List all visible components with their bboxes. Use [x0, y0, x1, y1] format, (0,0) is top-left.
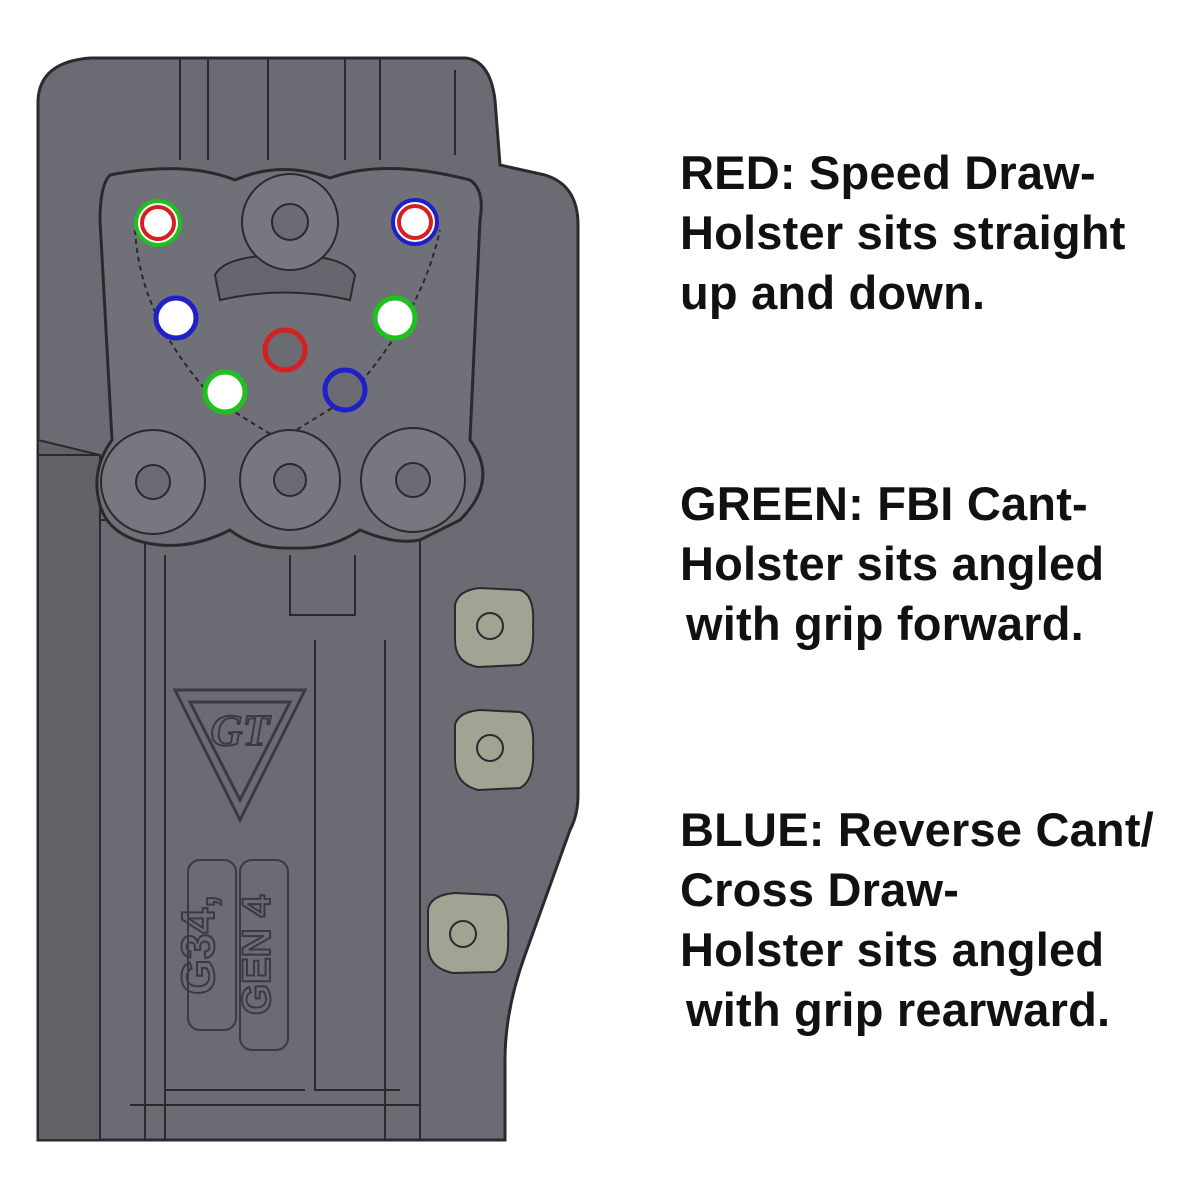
legend-blue-line-4: with grip rearward.: [686, 983, 1111, 1036]
top-ribs: [179, 58, 456, 160]
legend-green: GREEN: FBI Cant- Holster sits angled wit…: [680, 474, 1190, 654]
legend-blue-line-2: Cross Draw-: [680, 863, 960, 916]
legend-blue: BLUE: Reverse Cant/ Cross Draw- Holster …: [680, 800, 1190, 1040]
holster-diagram: GT G34, GEN 4: [36, 56, 580, 1142]
legend-red-line-3: up and down.: [680, 266, 986, 319]
model-text-1: G34,: [172, 895, 224, 995]
hole-red-center: [262, 327, 308, 373]
hole-green-right: [372, 295, 418, 341]
legend-blue-line-3: Holster sits angled: [680, 923, 1105, 976]
boss-holes: [135, 203, 431, 500]
legend-green-line-2: Holster sits angled: [680, 537, 1105, 590]
screw-plates: [427, 586, 535, 975]
model-text-2: GEN 4: [235, 894, 279, 1015]
legend-red: RED: Speed Draw- Holster sits straight u…: [680, 143, 1190, 323]
legend-red-line-1: RED: Speed Draw-: [680, 146, 1096, 199]
legend-green-line-3: with grip forward.: [686, 597, 1084, 650]
mounting-holes: [134, 198, 439, 415]
hole-green-lower: [202, 369, 248, 415]
hole-blue-left: [153, 295, 199, 341]
legend-blue-line-1: BLUE: Reverse Cant/: [680, 803, 1154, 856]
legend-red-line-2: Holster sits straight: [680, 206, 1126, 259]
gt-emblem: [172, 688, 308, 824]
side-rail: [37, 438, 101, 1141]
legend-green-line-1: GREEN: FBI Cant-: [680, 477, 1088, 530]
hole-blue-lower: [322, 367, 368, 413]
emblem-text: GT: [211, 706, 272, 755]
